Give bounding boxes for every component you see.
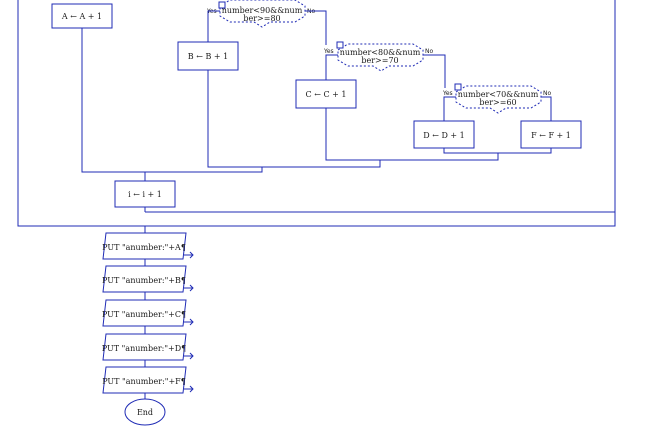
assign-f-text: F ← F + 1	[531, 131, 571, 140]
a-merge-line	[81, 28, 263, 173]
decision-1-line2: ber>=80	[243, 14, 280, 23]
output-5-arrow-icon	[184, 385, 194, 393]
f-merge-line	[498, 148, 552, 154]
assign-b-box[interactable]	[177, 41, 239, 71]
decision-3-yes: Yes	[442, 90, 453, 97]
c-merge-line	[262, 108, 381, 168]
end-terminal-text: End	[137, 408, 153, 417]
output-5-text: PUT "anumber:"+F¶	[102, 377, 186, 386]
decision-3-line2: ber>=60	[479, 98, 516, 107]
d-merge-line	[380, 148, 499, 161]
outer-loop-line	[17, 0, 616, 227]
decision-1-collapse-icon[interactable]	[218, 1, 226, 9]
assign-a-text: A ← A + 1	[61, 12, 102, 21]
decision-3-no: No	[543, 90, 551, 97]
output-4-text: PUT "anumber:"+D¶	[102, 344, 186, 353]
decision-2-yes: Yes	[323, 48, 334, 55]
assign-i-text: i ← i + 1	[128, 190, 162, 199]
decision-2-yes-line	[325, 54, 338, 80]
decision-3-collapse-icon[interactable]	[454, 83, 462, 91]
assign-d-text: D ← D + 1	[423, 131, 465, 140]
assign-b-text: B ← B + 1	[188, 52, 228, 61]
output-1-text: PUT "anumber:"+A¶	[102, 243, 186, 252]
decision-3-line1: number<70&&num	[458, 90, 539, 99]
output-5[interactable]: PUT "anumber:"+F¶	[102, 366, 194, 394]
output-3-text: PUT "anumber:"+C¶	[102, 310, 186, 319]
decision-3-shape[interactable]	[455, 85, 542, 114]
output-2-arrow-icon	[184, 284, 194, 292]
assign-d-box[interactable]	[413, 120, 475, 149]
output-4-arrow-icon	[184, 352, 194, 360]
decision-1-yes-line	[207, 10, 220, 42]
decision-1-line1: number<90&&num	[222, 6, 303, 15]
assign-c-text: C ← C + 1	[306, 90, 347, 99]
decision-2-shape[interactable]	[337, 43, 424, 72]
decision-2-no-line	[423, 54, 446, 88]
decision-2-collapse-icon[interactable]	[336, 41, 344, 49]
output-3[interactable]: PUT "anumber:"+C¶	[102, 299, 194, 327]
decision-3-yes-line	[443, 96, 456, 121]
assign-i-box[interactable]	[114, 180, 176, 208]
decision-1-shape[interactable]	[219, 0, 306, 28]
output-1[interactable]: PUT "anumber:"+A¶	[102, 232, 194, 260]
output-2[interactable]: PUT "anumber:"+B¶	[102, 265, 194, 293]
output-4[interactable]: PUT "anumber:"+D¶	[102, 333, 194, 361]
decision-2-line1: number<80&&num	[340, 48, 421, 57]
end-terminal[interactable]	[124, 398, 166, 426]
loop-exit-line	[18, 225, 146, 233]
decision-2-line2: ber>=70	[361, 56, 398, 65]
decision-2-no: No	[425, 48, 433, 55]
output-1-arrow-icon	[184, 251, 194, 259]
decision-1-no-line	[305, 10, 327, 45]
assign-f-box[interactable]	[520, 120, 582, 149]
output-2-text: PUT "anumber:"+B¶	[102, 276, 186, 285]
decision-3-no-line	[541, 96, 552, 121]
output-3-arrow-icon	[184, 318, 194, 326]
assign-c-box[interactable]	[295, 79, 357, 109]
b-merge-line	[207, 70, 262, 168]
